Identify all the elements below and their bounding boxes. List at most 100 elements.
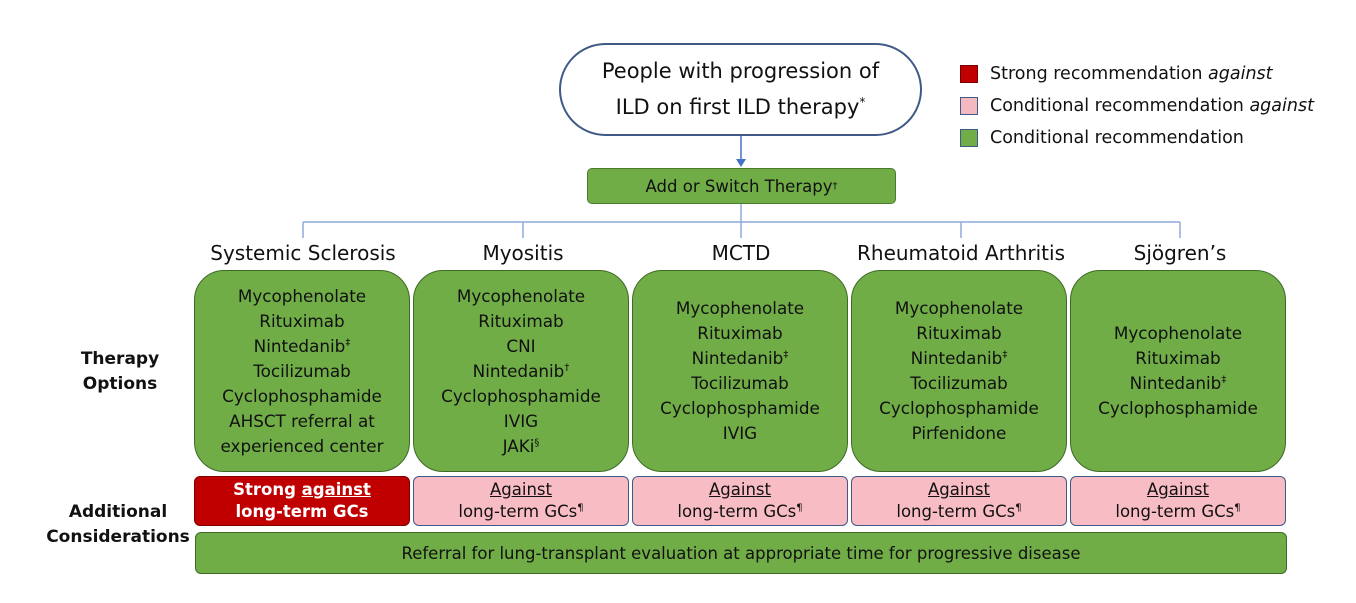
therapy-item: CNI [506,334,535,359]
gc-recommendation-line: Against [490,479,552,501]
legend-label: Conditional recommendation [990,128,1244,148]
therapy-item: Mycophenolate [676,296,804,321]
therapy-name: IVIG [722,423,758,443]
therapy-name: IVIG [503,410,539,431]
legend-swatch-conditional-against [960,97,978,115]
legend-label-text: Conditional recommendation [990,128,1244,148]
therapy-name: AHSCT referral at [229,410,375,431]
gc-recommendation-line: Against [1147,479,1209,501]
therapy-item: Mycophenolate [238,284,366,309]
therapy-item: IVIG [504,409,538,434]
therapy-name: Tocilizumab [253,360,351,381]
gc-subject-line: long-term GCs¶ [1115,501,1240,523]
therapy-name: Rituximab [1135,348,1221,368]
gc-subject: long-term GCs [896,502,1016,521]
therapy-name: Mycophenolate [675,298,805,318]
footnote-mark: ‡ [345,336,351,348]
therapy-name: experienced center [220,435,384,456]
footnote-mark: ¶ [577,502,584,514]
gc-recommendation-line: Against [928,479,990,501]
legend-label: Strong recommendation against [990,64,1273,84]
therapy-name: Cyclophosphamide [1098,398,1258,418]
legend-label-text: Strong recommendation [990,64,1209,84]
therapy-name: Mycophenolate [456,285,586,306]
gc-against: against [301,480,371,499]
gc-subject-line: long-term GCs¶ [458,501,583,523]
therapy-item: Cyclophosphamide [441,384,601,409]
column-header-systemic-sclerosis: Systemic Sclerosis [210,241,396,265]
therapy-item: Rituximab [1135,346,1220,371]
column-header-sj-gren-s: Sjögren’s [1133,241,1227,265]
additional-considerations-label-line1: Additional [68,502,168,522]
therapy-name: JAKi [502,435,535,456]
footnote-mark: ¶ [1015,502,1022,514]
column-header-mctd: MCTD [711,241,771,265]
footnote-mark: ‡ [1221,374,1227,386]
start-node-line2: ILD on first ILD therapy [615,95,860,119]
add-switch-mark: † [832,180,838,192]
gc-subject: long-term GCs [235,502,369,521]
therapy-item: Nintedanib‡ [911,346,1008,371]
therapy-name: Nintedanib [253,335,346,356]
add-switch-therapy-node: Add or Switch Therapy† [587,168,896,204]
referral-text: Referral for lung-transplant evaluation … [401,543,1081,563]
therapy-item: IVIG [723,421,757,446]
therapy-name: Nintedanib [910,348,1003,368]
column-header-rheumatoid-arthritis: Rheumatoid Arthritis [857,241,1065,265]
therapy-item: Mycophenolate [457,284,585,309]
therapy-options-label-line2: Options [82,374,158,394]
therapy-name: Rituximab [259,310,345,331]
additional-considerations-label: Additional Considerations [38,500,198,550]
glucocorticoid-box-mctd: Against long-term GCs¶ [632,476,848,526]
therapy-name: Tocilizumab [910,373,1008,393]
therapy-name: Mycophenolate [237,285,367,306]
therapy-options-label: Therapy Options [60,347,180,397]
footnote-mark: § [534,436,540,448]
legend-item: Conditional recommendation against [960,90,1340,122]
therapy-item: Rituximab [697,321,782,346]
therapy-name: Tocilizumab [691,373,789,393]
therapy-item: Rituximab [916,321,1001,346]
therapy-name: Rituximab [916,323,1002,343]
gc-against: Against [1147,480,1209,499]
footnote-mark: ¶ [796,502,803,514]
therapy-item: Mycophenolate [1114,321,1242,346]
gc-subject: long-term GCs [1115,502,1235,521]
therapy-item: Cyclophosphamide [1098,396,1258,421]
footnote-mark: ‡ [1002,349,1008,361]
legend-swatch-conditional [960,129,978,147]
therapy-item: Nintedanib‡ [1130,371,1227,396]
therapy-name: Nintedanib [472,360,565,381]
therapy-name: Rituximab [478,310,564,331]
footnote-mark: ¶ [1234,502,1241,514]
therapy-item: AHSCT referral at [229,409,375,434]
therapy-item: Cyclophosphamide [222,384,382,409]
therapy-name: Nintedanib [1129,373,1222,393]
therapy-item: Cyclophosphamide [879,396,1039,421]
gc-against: Against [490,480,552,499]
gc-recommendation-line: Strong against [233,479,371,501]
legend-label-text: Conditional recommendation [990,96,1250,116]
therapy-name: Cyclophosphamide [441,385,601,406]
therapy-item: Tocilizumab [253,359,351,384]
add-switch-label: Add or Switch Therapy [645,176,833,196]
therapy-item: Tocilizumab [691,371,789,396]
gc-subject-line: long-term GCs¶ [677,501,802,523]
therapy-name: Mycophenolate [894,298,1024,318]
arrow-head [736,159,746,167]
column-header-myositis: Myositis [482,241,564,265]
legend-label: Conditional recommendation against [990,96,1314,116]
additional-considerations-label-line2: Considerations [46,527,190,547]
therapy-name: Rituximab [697,323,783,343]
therapy-item: Nintedanib‡ [254,334,351,359]
footnote-mark: † [564,361,570,373]
gc-against: Against [709,480,771,499]
therapy-item: Nintedanib‡ [692,346,789,371]
therapy-item: experienced center [221,434,384,459]
